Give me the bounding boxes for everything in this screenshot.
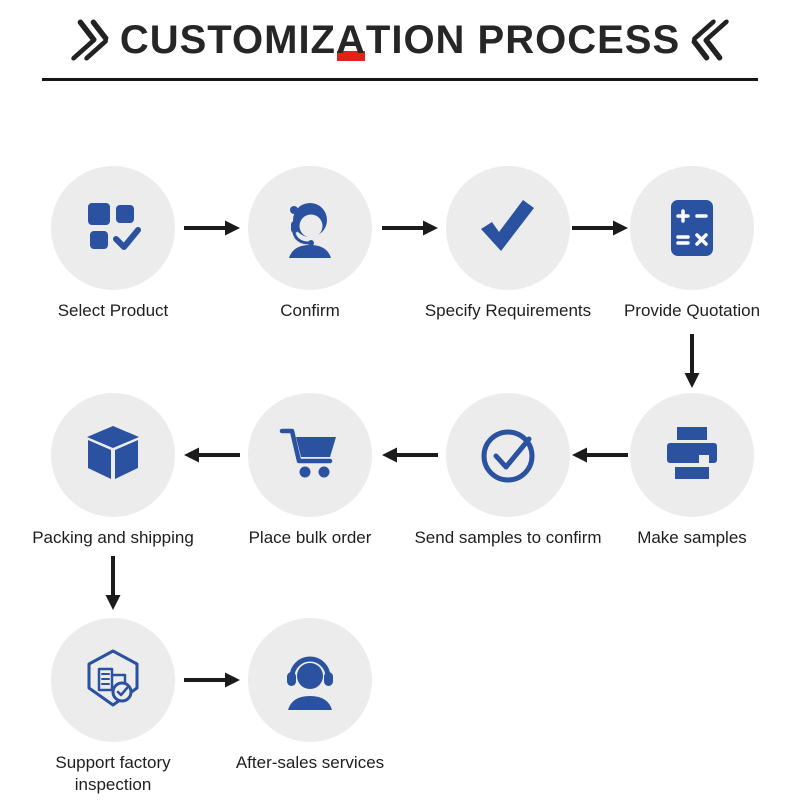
step-label: Packing and shipping [32,528,194,547]
arrow-right-icon [572,220,628,236]
package-box-icon [87,426,139,479]
arrow-right-icon [382,220,438,236]
step-label: Specify Requirements [424,301,592,320]
step-select-product: Select Product [51,166,175,320]
double-chevron-left-icon [690,19,729,61]
step-send-samples-to-confirm: Send samples to confirm [414,393,602,547]
step-packing-and-shipping: Packing and shipping [32,393,194,547]
calculator-icon [671,200,713,256]
step-support-factory-inspection: Support factory inspection [51,618,175,794]
title-underline [42,78,758,81]
step-circle [446,393,570,517]
arrow-left-icon [382,447,438,463]
customer-service-icon [289,203,331,258]
step-label: Place bulk order [248,528,372,547]
step-label: Confirm [280,301,340,320]
step-provide-quotation: Provide Quotation [624,166,760,320]
step-label: After-sales services [235,753,385,772]
step-specify-requirements: Specify Requirements [425,166,591,320]
checkmark-icon [481,200,534,251]
step-make-samples: Make samples [630,393,754,547]
step-circle [248,393,372,517]
arrow-left-icon [572,447,628,463]
arrow-right-icon [184,220,240,236]
step-place-bulk-order: Place bulk order [248,393,372,547]
step-label: Make samples [637,528,747,547]
double-chevron-right-icon [71,19,110,61]
step-circle [248,618,372,742]
arrow-left-icon [184,447,240,463]
product-grid-check-icon [88,203,141,250]
step-circle [630,393,754,517]
title-part2: TION PROCESS [365,17,681,62]
arrow-down-icon [105,556,121,610]
step-circle [51,618,175,742]
step-label: Send samples to confirm [414,528,602,547]
factory-inspection-icon [87,649,139,707]
step-circle [51,166,175,290]
step-label: Provide Quotation [623,301,761,320]
step-label: Select Product [57,301,169,320]
title-part1: CUSTOMIZ [119,17,336,62]
step-after-sales-services: After-sales services [236,618,384,772]
step-label: Support factory inspection [55,753,171,795]
step-confirm: Confirm [248,166,372,320]
cart-icon [279,428,336,478]
printer-icon [667,427,717,479]
arrow-right-icon [184,672,240,688]
step-circle [446,166,570,290]
arrow-down-icon [684,334,700,388]
title-accent-letter: A [336,17,366,62]
step-circle [630,166,754,290]
step-circle [51,393,175,517]
after-sales-headset-icon [287,656,333,710]
check-circle-icon [481,429,535,483]
step-circle [248,166,372,290]
